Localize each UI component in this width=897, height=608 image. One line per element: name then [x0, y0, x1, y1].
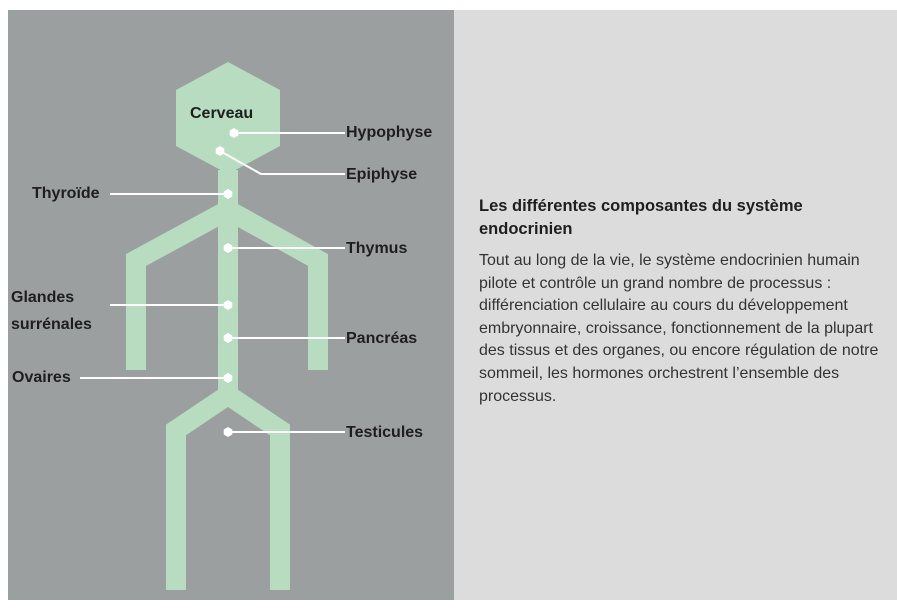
description-panel: Les différentes composantes du système e… [454, 10, 897, 600]
body-figure-svg [80, 62, 345, 590]
label-ovaires: Ovaires [12, 369, 71, 386]
epiphyse-line [219, 150, 345, 175]
connector-lines [80, 132, 345, 433]
label-epiphyse: Epiphyse [346, 166, 418, 183]
thymus-marker [223, 243, 233, 253]
epiphyse-marker [215, 146, 225, 156]
label-hypophyse: Hypophyse [346, 124, 433, 141]
testicules-marker [223, 427, 233, 437]
panel-title: Les différentes composantes du système e… [479, 197, 803, 238]
glandes-marker [223, 300, 233, 310]
panel-body-text: Tout au long de la vie, le système endoc… [479, 252, 879, 405]
pancreas-marker [223, 333, 233, 343]
label-cerveau: Cerveau [190, 105, 254, 122]
label-testicules: Testicules [346, 424, 424, 441]
body-shape [126, 62, 328, 590]
endocrine-diagram: Cerveau Hypophyse Epiphyse Thyroïde Thym… [8, 10, 454, 600]
legs [166, 382, 290, 590]
ovaires-marker [223, 373, 233, 383]
label-pancreas: Pancréas [346, 330, 418, 347]
label-glandes-line2: surrénales [11, 316, 92, 333]
thyroide-marker [223, 189, 233, 199]
head-hexagon [176, 62, 280, 174]
label-glandes-line1: Glandes [11, 289, 75, 306]
label-thyroide: Thyroïde [32, 185, 100, 202]
hypophyse-marker [229, 128, 239, 138]
gland-markers [215, 128, 239, 437]
label-thymus: Thymus [346, 240, 408, 257]
